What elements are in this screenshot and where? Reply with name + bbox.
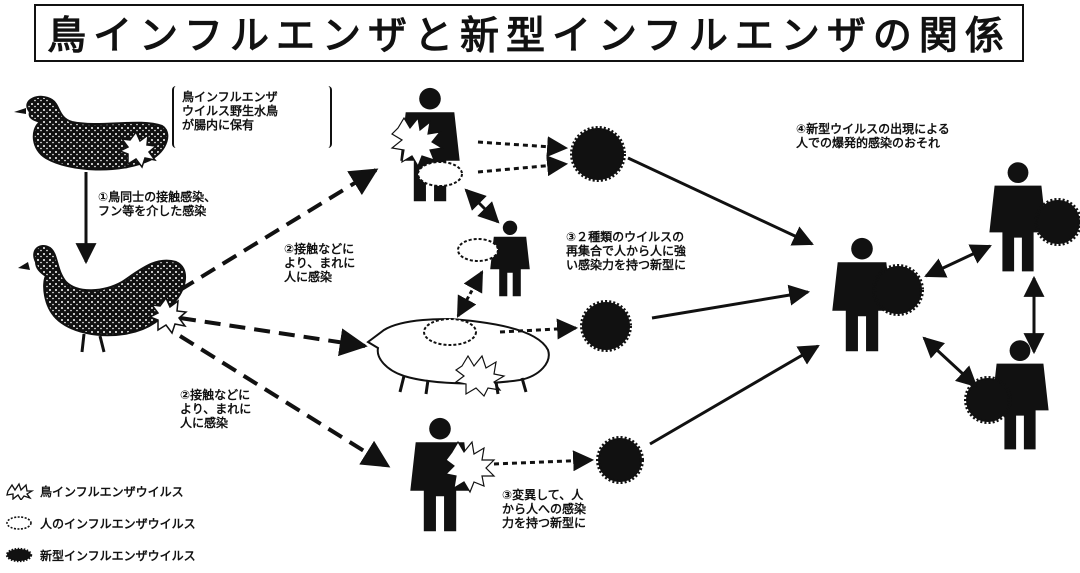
step3a-line-2: 再集合で人から人に強 xyxy=(566,244,687,258)
mutation-arrow xyxy=(493,450,595,472)
step2a-line-1: ②接触などに xyxy=(284,242,355,256)
legend-label-new-flu: 新型インフルエンザウイルス xyxy=(40,548,196,563)
infected-person-top xyxy=(390,87,463,202)
chicken-icon xyxy=(18,244,188,353)
step2b-line-2: より、まれに xyxy=(180,402,252,416)
bird-flu-virus-icon xyxy=(6,482,34,500)
double-arrow-pig xyxy=(456,270,484,318)
step2b-label: ②接触などに より、まれに 人に感染 xyxy=(180,388,251,430)
central-infected-person xyxy=(832,237,924,352)
double-arrow-right-top xyxy=(924,244,992,278)
reassortment-arrow-1 xyxy=(477,136,569,158)
step3a-line-3: い感染力を持つ新型に xyxy=(566,258,687,272)
step4-line-2: 人での爆発的感染のおそれ xyxy=(796,136,941,150)
step3b-line-2: から人への感染 xyxy=(502,502,587,516)
legend-label-bird-flu: 鳥インフルエンザウイルス xyxy=(40,484,184,499)
step3a-line-1: ③２種類のウイルスの xyxy=(566,230,685,244)
legend-label-human-flu: 人のインフルエンザウイルス xyxy=(40,516,196,531)
reservoir-label: 鳥インフルエンザ ウイルス野生水鳥 が腸内に保有 xyxy=(172,86,332,148)
step3b-line-1: ③変異して、人 xyxy=(502,488,584,502)
human-flu-virus-icon xyxy=(6,516,32,530)
page-title: 鳥インフルエンザと新型インフルエンザの関係 xyxy=(47,14,1011,59)
person-right-top xyxy=(989,162,1080,272)
legend-item-human-flu: 人のインフルエンザウイルス xyxy=(4,514,196,532)
reservoir-line-3: が腸内に保有 xyxy=(182,118,255,132)
spread-arrow-3 xyxy=(649,344,820,446)
bird-virus-burst-icon xyxy=(118,130,158,169)
title-box: 鳥インフルエンザと新型インフルエンザの関係 xyxy=(34,4,1024,62)
step1-label: ①鳥同士の接触感染、 フン等を介した感染 xyxy=(98,190,216,218)
step2a-line-3: 人に感染 xyxy=(284,270,333,284)
infection-arrow-lower xyxy=(178,334,391,468)
step3b-label: ③変異して、人 から人への感染 力を持つ新型に xyxy=(502,488,586,530)
step1-line-2: フン等を介した感染 xyxy=(98,204,207,218)
step2a-line-2: より、まれに xyxy=(284,256,356,270)
infection-arrow-upper xyxy=(178,168,379,292)
reassortment-arrow-3 xyxy=(499,318,579,340)
new-virus-cluster xyxy=(570,126,644,484)
person-small-middle xyxy=(457,220,530,297)
step2b-line-3: 人に感染 xyxy=(180,416,229,430)
reservoir-line-1: 鳥インフルエンザ xyxy=(182,90,278,104)
step2a-label: ②接触などに より、まれに 人に感染 xyxy=(284,242,355,284)
spread-arrow-2 xyxy=(651,284,811,320)
double-arrow-top xyxy=(464,188,500,224)
new-virus-icon-2 xyxy=(580,300,632,352)
step3b-line-3: 力を持つ新型に xyxy=(502,516,587,530)
new-virus-icon-3 xyxy=(596,436,644,484)
step1-line-1: ①鳥同士の接触感染、 xyxy=(98,190,217,204)
step2b-line-1: ②接触などに xyxy=(180,388,251,402)
reservoir-line-2: ウイルス野生水鳥 xyxy=(182,104,279,118)
double-arrow-right-bottom xyxy=(922,336,978,388)
infection-arrow-middle xyxy=(179,316,368,357)
step4-label: ④新型ウイルスの出現による 人での爆発的感染のおそれ xyxy=(796,122,950,150)
reassortment-arrow-2 xyxy=(477,155,569,177)
infected-person-bottom xyxy=(410,417,496,532)
step4-line-1: ④新型ウイルスの出現による xyxy=(796,122,950,136)
legend-item-bird-flu: 鳥インフルエンザウイルス xyxy=(4,482,184,500)
new-virus-icon-1 xyxy=(570,126,626,182)
person-right-bottom xyxy=(964,340,1049,450)
spread-arrow-1 xyxy=(627,156,814,246)
legend-item-new-flu: 新型インフルエンザウイルス xyxy=(4,546,196,564)
step3a-label: ③２種類のウイルスの 再集合で人から人に強 い感染力を持つ新型に xyxy=(566,230,686,272)
pig-icon xyxy=(366,318,550,398)
new-flu-virus-icon xyxy=(5,547,33,563)
